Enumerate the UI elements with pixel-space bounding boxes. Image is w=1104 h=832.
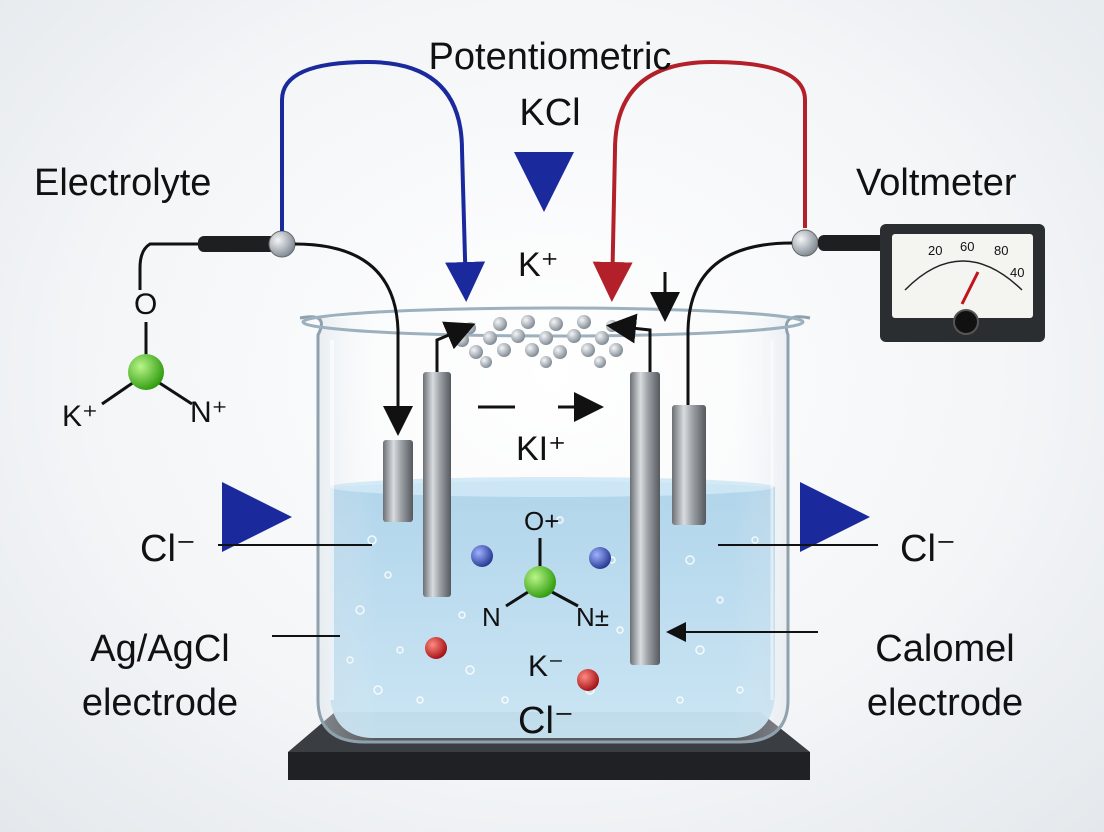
voltmeter-device	[880, 224, 1045, 342]
wires	[138, 59, 888, 436]
title-line-2: KCl	[519, 92, 581, 134]
molecule-center-left: N	[482, 602, 501, 632]
molecule-center-right: N±	[576, 602, 610, 632]
molecule-left	[101, 322, 193, 406]
leader-lines	[218, 544, 878, 642]
ag-agcl-line-1: Ag/AgCl	[90, 628, 230, 670]
flow-arrows	[222, 152, 870, 552]
k-plus-top-label: K⁺	[518, 246, 559, 284]
calomel-line-1: Calomel	[875, 628, 1015, 670]
ki-plus-label: KI⁺	[516, 430, 567, 468]
voltmeter-scale-3: 80	[994, 243, 1009, 258]
ag-agcl-line-2: electrode	[81, 682, 239, 724]
cl-left-label: Cl⁻	[140, 528, 196, 570]
molecule-left-top: O	[134, 288, 158, 321]
calomel-line-2: electrode	[866, 682, 1024, 724]
electrolyte-label: Electrolyte	[34, 162, 212, 204]
voltmeter-label: Voltmeter	[856, 162, 1017, 204]
molecule-center-top: O+	[524, 506, 560, 536]
title-line-1: Potentiometric	[428, 36, 672, 78]
bridge-arrows	[435, 272, 680, 422]
voltmeter-scale-1: 20	[928, 243, 943, 258]
molecule-center	[425, 538, 611, 691]
voltmeter-scale-4: 40	[1010, 265, 1025, 280]
molecule-left-left: K⁺	[62, 400, 98, 433]
voltmeter-scale-2: 60	[960, 239, 975, 254]
molecule-left-right: N⁺	[190, 396, 228, 429]
cl-right-label: Cl⁻	[900, 528, 956, 570]
molecule-center-below: K⁻	[528, 650, 564, 683]
cl-bottom-label: Cl⁻	[518, 700, 574, 742]
electrode-rods	[383, 372, 706, 665]
